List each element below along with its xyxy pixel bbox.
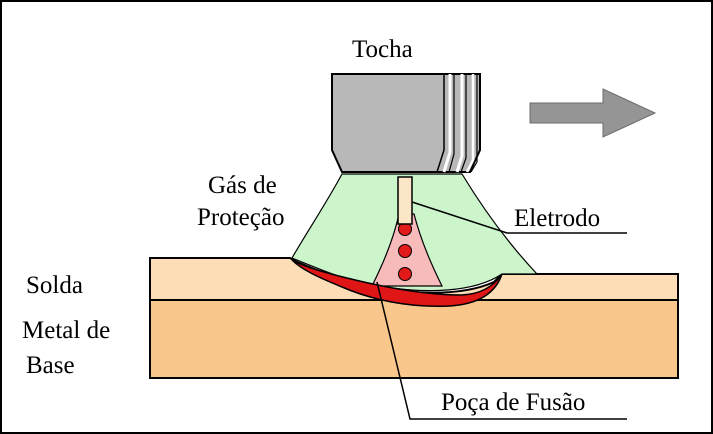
droplet-2 — [398, 244, 412, 258]
weld-pool-leader — [376, 281, 627, 420]
weld-pool-label: Poça de Fusão — [441, 389, 585, 416]
droplet-3 — [398, 267, 412, 281]
base-metal — [149, 299, 679, 379]
base-metal-label-line1: Metal de — [22, 317, 110, 344]
electrode-label: Eletrodo — [514, 205, 600, 232]
torch-icon — [331, 73, 481, 173]
electrode — [397, 176, 413, 225]
arrow-right-icon — [529, 88, 657, 138]
shield-gas-label-line1: Gás de — [208, 172, 277, 199]
weld-label: Solda — [26, 272, 83, 299]
shield-gas-label-line2: Proteção — [197, 204, 284, 231]
torch-label: Tocha — [352, 36, 413, 63]
electrode-leader — [411, 201, 627, 234]
weld-pool — [291, 259, 503, 308]
base-metal-label-line2: Base — [26, 352, 75, 379]
